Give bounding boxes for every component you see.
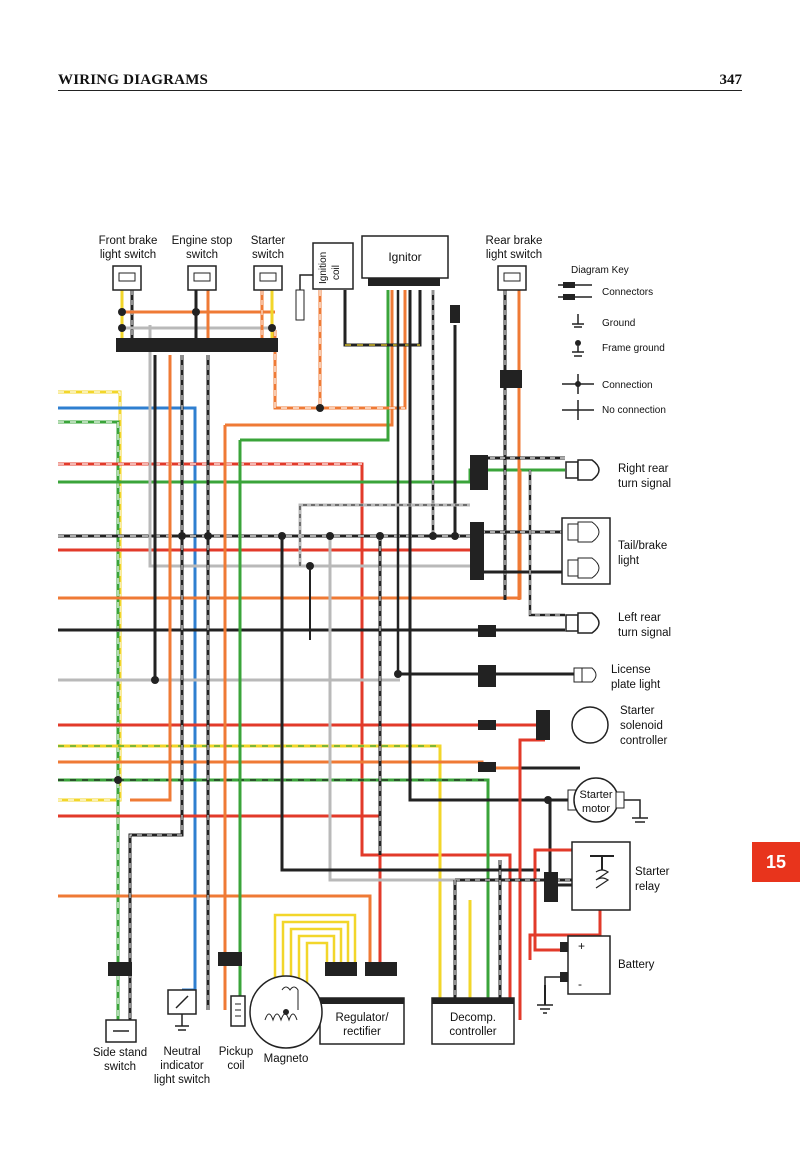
starter-switch: Starter switch: [251, 235, 286, 291]
connection-dots: [114, 308, 552, 804]
battery: + - Battery: [537, 935, 655, 1014]
right-rear-turn-signal: Right rear turn signal: [565, 459, 671, 490]
key-no-connection-label: No connection: [602, 405, 666, 416]
right-rear-label-2: turn signal: [618, 478, 671, 490]
license-label-1: License: [611, 664, 651, 676]
front-brake-switch: Front brake light switch: [99, 235, 158, 291]
ignition-coil: Ignition coil: [295, 242, 354, 321]
engine-stop-switch: Engine stop switch: [172, 235, 233, 291]
side-stand-label-2: switch: [104, 1061, 136, 1073]
solenoid-label-1: Starter: [620, 705, 655, 717]
left-rear-label-2: turn signal: [618, 627, 671, 639]
tail-brake-light: Tail/brake light: [561, 517, 667, 585]
ignition-coil-label-2: coil: [331, 265, 342, 280]
regulator-label-2: rectifier: [343, 1026, 381, 1038]
engine-stop-label-1: Engine stop: [172, 235, 233, 247]
ignitor: Ignitor: [361, 235, 449, 279]
license-label-2: plate light: [611, 679, 661, 691]
page-number: 347: [719, 72, 743, 88]
solenoid-label-2: solenoid: [620, 720, 663, 732]
key-connectors-label: Connectors: [602, 287, 653, 298]
rear-brake-switch: Rear brake light switch: [486, 235, 543, 291]
starter-switch-label-2: switch: [252, 249, 284, 261]
decomp-controller: Decomp. controller: [431, 997, 515, 1045]
starter-switch-label-1: Starter: [251, 235, 286, 247]
diagram-key: Diagram Key Connectors Ground Frame grou…: [558, 265, 666, 420]
key-connection-label: Connection: [602, 380, 653, 391]
battery-label: Battery: [618, 959, 655, 971]
regulator-label-1: Regulator/: [335, 1012, 389, 1024]
right-rear-label-1: Right rear: [618, 463, 669, 475]
wires: [58, 290, 602, 1020]
tail-brake-label-2: light: [618, 555, 640, 567]
pickup-label-1: Pickup: [219, 1046, 254, 1058]
svg-text:+: +: [578, 939, 585, 953]
decomp-label-2: controller: [449, 1026, 496, 1038]
neutral-label-3: light switch: [154, 1074, 210, 1086]
side-stand-label-1: Side stand: [93, 1047, 147, 1059]
front-brake-label-1: Front brake: [99, 235, 158, 247]
page-header-title: WIRING DIAGRAMS: [58, 72, 209, 88]
starter-solenoid-controller: Starter solenoid controller: [571, 705, 667, 747]
ignitor-label: Ignitor: [388, 250, 421, 264]
key-ground-label: Ground: [602, 318, 635, 329]
diagram-key-title: Diagram Key: [571, 265, 629, 276]
regulator-rectifier: Regulator/ rectifier: [319, 997, 405, 1045]
connector-blocks: [108, 278, 558, 976]
rear-brake-label-1: Rear brake: [486, 235, 543, 247]
tail-brake-label-1: Tail/brake: [618, 540, 667, 552]
left-rear-turn-signal: Left rear turn signal: [565, 612, 671, 639]
license-plate-light: License plate light: [573, 664, 661, 691]
magneto: Magneto: [249, 975, 323, 1065]
neutral-label-1: Neutral: [163, 1046, 200, 1058]
chapter-tab[interactable]: 15: [752, 842, 800, 882]
side-stand-switch: Side stand switch: [93, 1019, 147, 1073]
starter-relay: Starter relay: [571, 841, 670, 911]
magneto-label: Magneto: [264, 1053, 309, 1065]
starter-relay-label-2: relay: [635, 881, 660, 893]
neutral-indicator-switch: Neutral indicator light switch: [154, 989, 210, 1086]
left-rear-label-1: Left rear: [618, 612, 661, 624]
pickup-label-2: coil: [227, 1060, 244, 1072]
starter-motor-label-2: motor: [582, 803, 610, 815]
engine-stop-label-2: switch: [186, 249, 218, 261]
starter-relay-label-1: Starter: [635, 866, 670, 878]
decomp-label-1: Decomp.: [450, 1012, 496, 1024]
pickup-coil: Pickup coil: [219, 995, 254, 1072]
starter-motor: Starter motor: [567, 777, 648, 823]
svg-text:-: -: [578, 977, 582, 991]
key-frame-ground-label: Frame ground: [602, 343, 665, 354]
ignition-coil-label-1: Ignition: [318, 252, 329, 284]
header-rule: [58, 90, 742, 91]
front-brake-label-2: light switch: [100, 249, 156, 261]
rear-brake-label-2: light switch: [486, 249, 542, 261]
solenoid-label-3: controller: [620, 735, 667, 747]
starter-motor-label-1: Starter: [579, 789, 612, 801]
neutral-label-2: indicator: [160, 1060, 204, 1072]
